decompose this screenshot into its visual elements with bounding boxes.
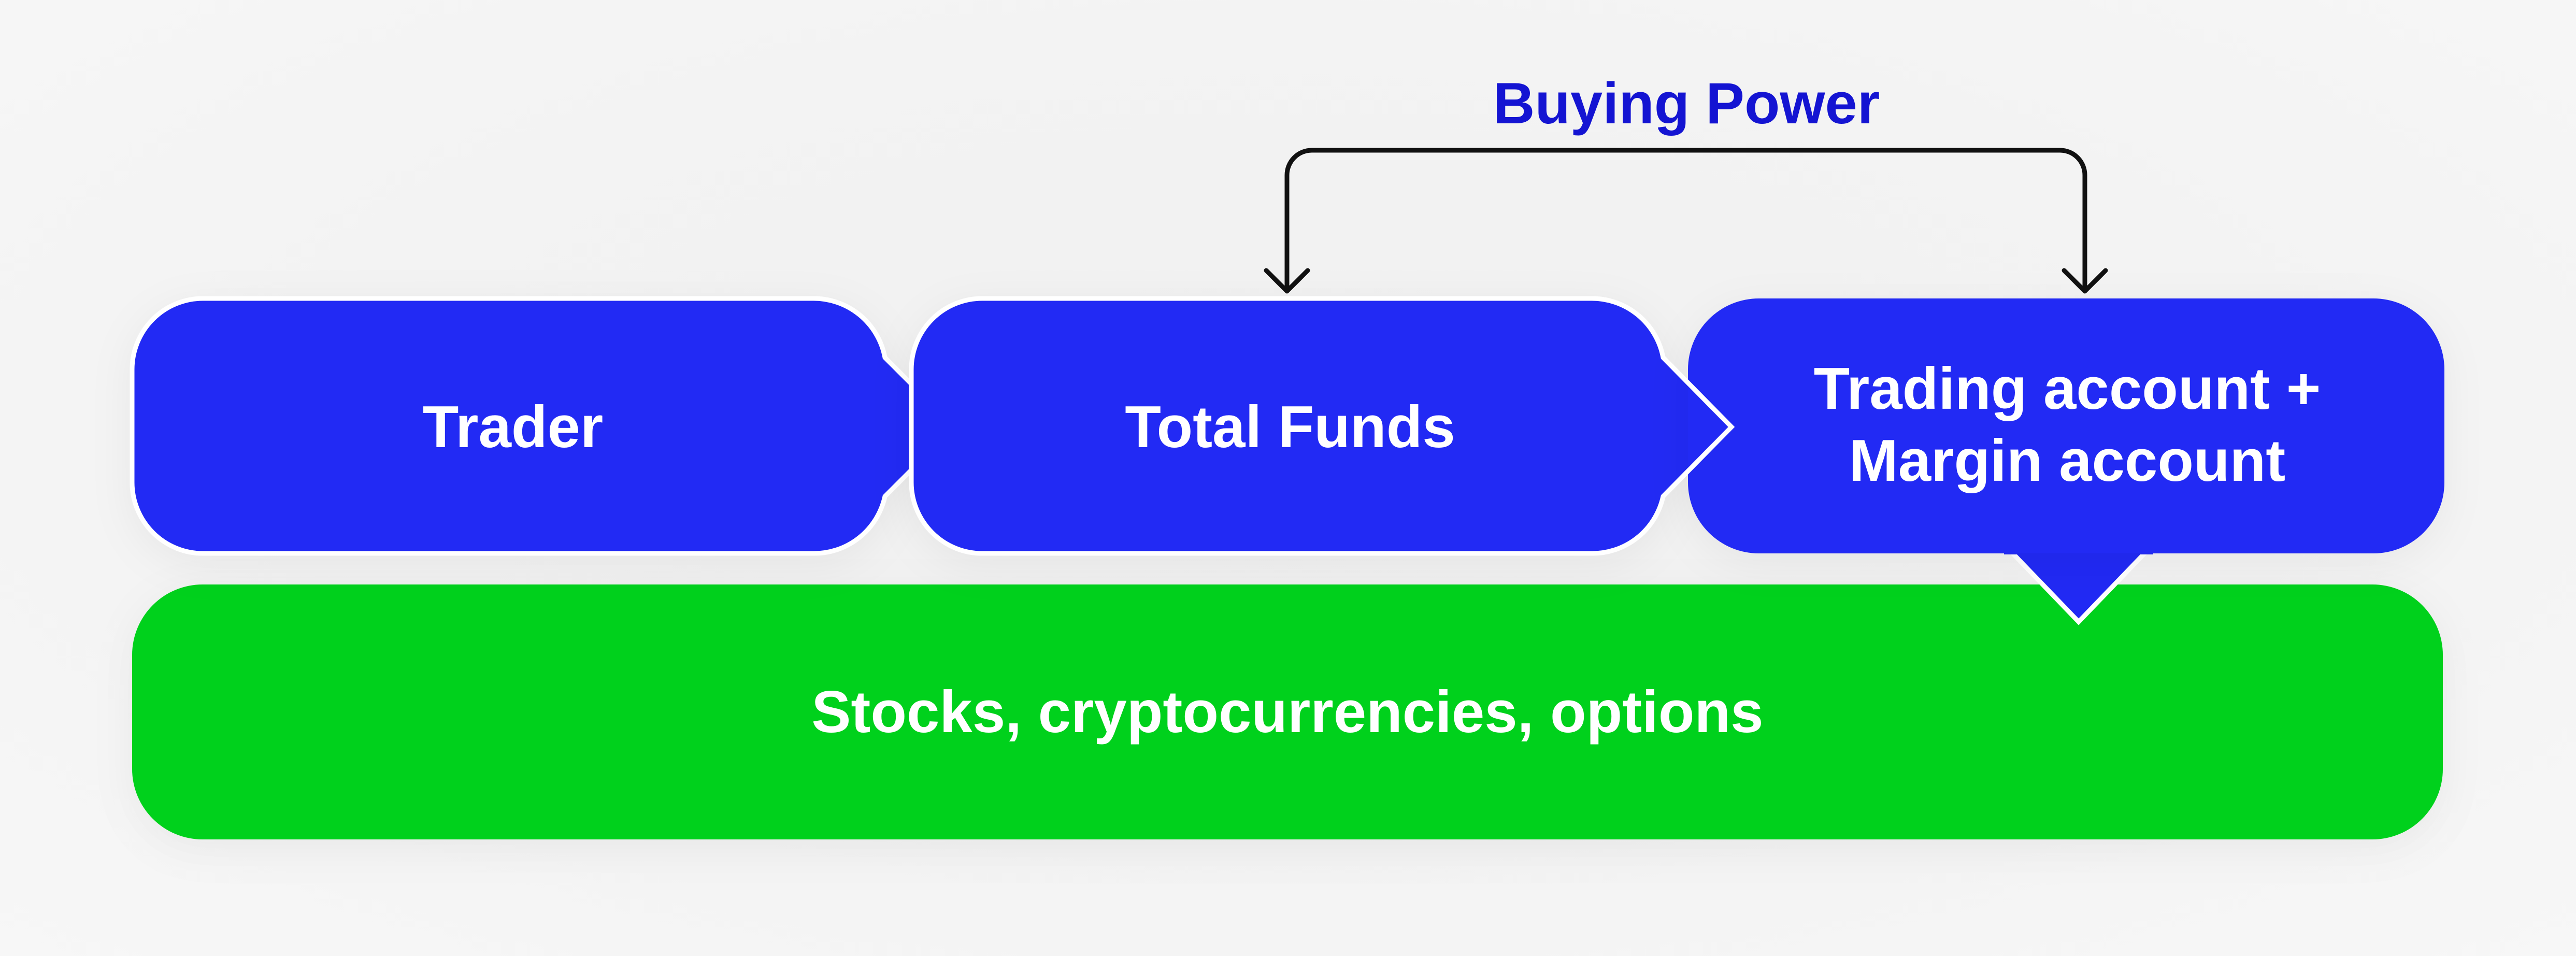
account-label-line1: Trading account + xyxy=(1813,355,2321,422)
assets-box xyxy=(132,584,2443,839)
total-funds-label: Total Funds xyxy=(1125,394,1455,461)
assets-label: Stocks, cryptocurrencies, options xyxy=(811,679,1764,746)
arrowhead-to-account xyxy=(2062,268,2108,294)
account-box xyxy=(1688,298,2444,553)
total-funds-box xyxy=(909,296,1735,556)
trader-label: Trader xyxy=(422,394,604,461)
buying-power-label: Buying Power xyxy=(1493,70,1880,136)
arrowhead-to-total-funds xyxy=(1264,268,1310,294)
buying-power-connector xyxy=(1284,148,2087,293)
account-to-assets-arrowhead xyxy=(2008,549,2149,625)
account-label: Trading account + Margin account xyxy=(1694,342,2440,508)
trader-box xyxy=(130,296,958,556)
account-label-line2: Margin account xyxy=(1849,428,2286,494)
